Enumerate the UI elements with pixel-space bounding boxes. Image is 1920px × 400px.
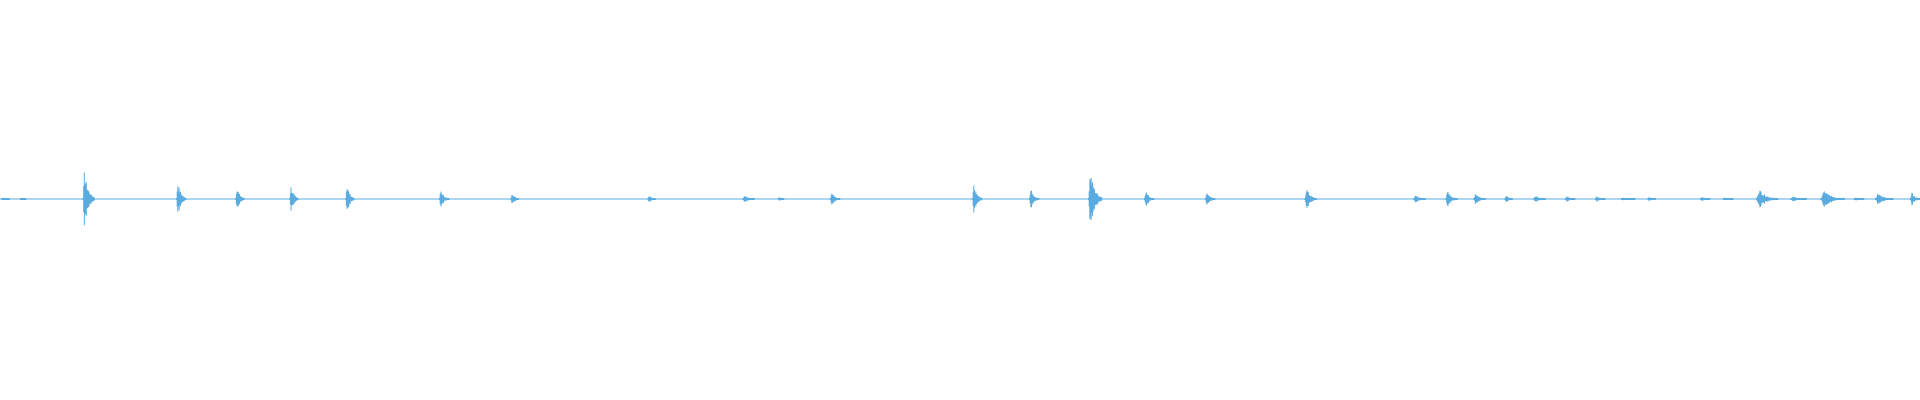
waveform-burst (778, 197, 785, 201)
waveform-burst (20, 198, 27, 200)
waveform-burst (1504, 196, 1513, 202)
waveform-burst (1595, 196, 1606, 202)
waveform-burst (1473, 194, 1486, 204)
waveform-burst (647, 196, 656, 202)
waveform-burst (1910, 192, 1920, 206)
waveform-burst (830, 193, 841, 205)
waveform-burst (1144, 192, 1155, 206)
waveform-burst (742, 196, 755, 202)
waveform-burst (1445, 191, 1458, 207)
waveform-burst (1820, 191, 1845, 207)
waveform-burst (1700, 197, 1711, 201)
waveform-burst (1533, 196, 1546, 202)
waveform-burst (82, 172, 95, 226)
waveform-burst (1621, 197, 1636, 201)
waveform-burst (1875, 194, 1894, 204)
waveform-burst (510, 195, 519, 203)
waveform-burst (1088, 177, 1103, 221)
waveform-burst (345, 189, 355, 209)
waveform-burst (1029, 190, 1040, 208)
waveform-burst (1854, 197, 1865, 201)
waveform-burst (1205, 193, 1216, 205)
waveform-burst (972, 185, 983, 213)
waveform-burst (1413, 195, 1426, 203)
waveform-burst (1756, 190, 1779, 208)
waveform-burst (1723, 197, 1734, 201)
waveform-burst (1790, 196, 1807, 202)
waveform-burst (289, 187, 299, 211)
waveform-burst (176, 186, 187, 212)
waveform-burst (1647, 197, 1656, 201)
waveform-burst (1304, 190, 1317, 208)
waveform-burst (1565, 196, 1576, 202)
waveform-burst (1, 197, 10, 201)
waveform-burst (235, 191, 245, 207)
waveform-burst (439, 191, 450, 207)
